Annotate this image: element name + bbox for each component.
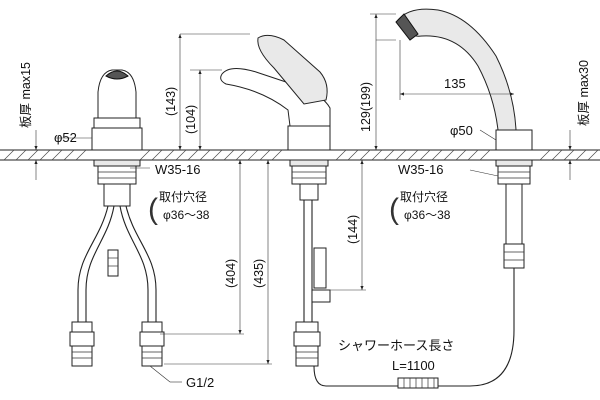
front-shank (103, 183, 131, 207)
dim-435-label: (435) (252, 259, 266, 288)
countertop-hatching (3, 149, 599, 161)
hole-range-right-label: φ36〜38 (404, 208, 451, 222)
dim-129-199-label: 129(199) (359, 82, 373, 132)
shower-head (397, 8, 517, 131)
dim-135-label: 135 (444, 76, 466, 91)
hole-title-right-label: 取付穴径 (400, 189, 448, 204)
front-fitting-left-nut (69, 331, 95, 347)
shower-body (495, 129, 533, 151)
shower-head-nozzle (395, 13, 419, 41)
shower-washer (495, 159, 533, 167)
hole-right-open-paren: ( (389, 193, 399, 226)
plate-thickness-right-label: 板厚 max30 (577, 60, 591, 126)
hole-left-open-paren: ( (148, 193, 158, 226)
diameter-52-label: φ52 (54, 130, 77, 145)
hole-title-left-label: 取付穴径 (159, 189, 207, 204)
front-collar (93, 117, 141, 129)
front-hose-right (119, 205, 149, 322)
front-washer (93, 159, 141, 167)
dim-404-label: (404) (224, 259, 238, 288)
front-fitting-right-end (141, 345, 163, 367)
hose-title-label: シャワーホース長さ (338, 338, 454, 353)
side-body (287, 125, 331, 151)
side-nut (291, 165, 327, 185)
countertop (0, 149, 600, 161)
front-body (91, 127, 143, 151)
diameter-50-label: φ50 (450, 123, 473, 138)
side-fitting-top (295, 321, 319, 333)
side-shank (299, 183, 319, 201)
dimension-lines (34, 13, 572, 383)
shower-hose-loop (313, 268, 515, 387)
shower-shank (505, 183, 523, 245)
front-shower-hose-tube (107, 249, 119, 277)
faucet-front-view (69, 69, 165, 367)
side-spout-handle (257, 34, 328, 105)
side-hose-clip (311, 289, 331, 303)
hose-length-marker (397, 377, 439, 389)
shower-hose-fitting (503, 243, 525, 269)
front-hose-left (77, 205, 109, 322)
dim-104-label: (104) (184, 105, 198, 134)
front-fitting-left-top (71, 321, 93, 333)
hose-length-label: L=1100 (392, 358, 435, 373)
plate-thickness-left-label: 板厚 max15 (19, 62, 33, 128)
dim-144-label: (144) (346, 215, 360, 244)
pipe-thread-label: G1/2 (186, 375, 214, 390)
front-fitting-left-end (71, 345, 93, 367)
side-washer (289, 159, 329, 167)
thread-left-label: W35-16 (155, 162, 201, 177)
faucet-side-view (220, 34, 331, 367)
shower-nut (497, 165, 531, 185)
side-fitting-nut (293, 331, 321, 347)
front-nut (97, 165, 137, 185)
front-lever-cap (105, 70, 129, 80)
shower-head-view (313, 8, 533, 389)
side-shower-hose-tube (313, 247, 327, 289)
thread-right-label: W35-16 (398, 162, 444, 177)
dim-143-label: (143) (164, 87, 178, 116)
front-lever (97, 69, 137, 119)
front-fitting-right-top (141, 321, 163, 333)
hole-range-left-label: φ36〜38 (163, 208, 210, 222)
side-fitting-end (295, 345, 319, 367)
labels: 板厚 max15 板厚 max30 φ52 φ50 W35-16 ( 取付穴径 … (19, 60, 591, 390)
